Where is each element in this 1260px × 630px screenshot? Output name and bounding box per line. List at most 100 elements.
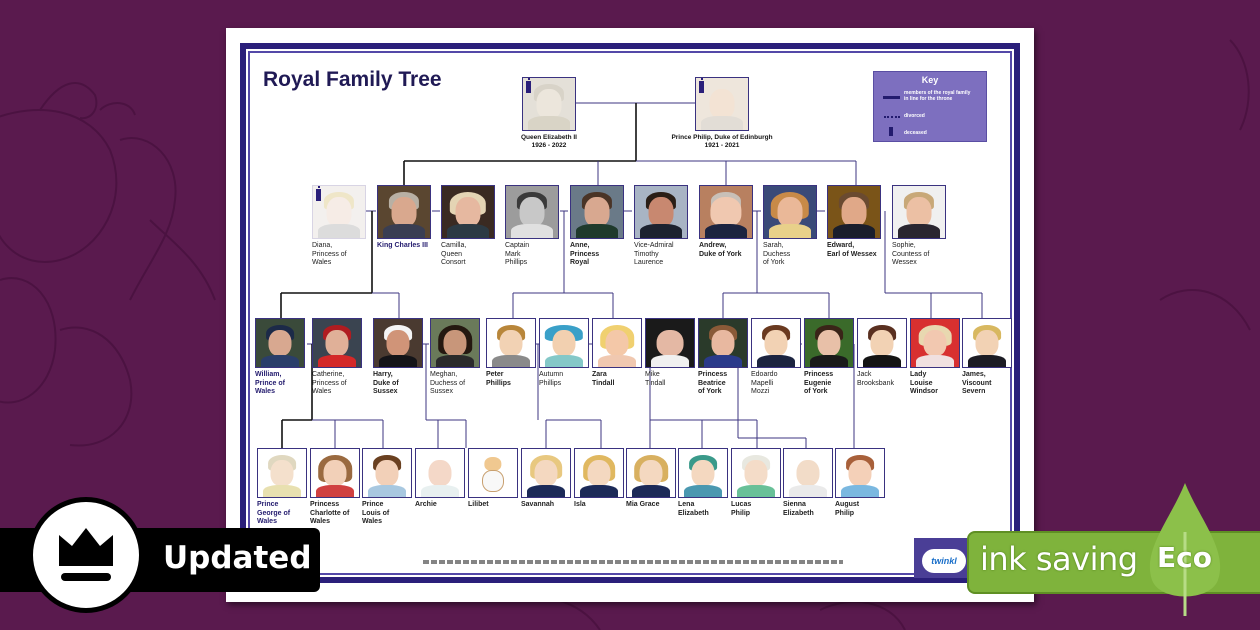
person-card-queen-elizabeth[interactable]: Queen Elizabeth II 1926 - 2022 bbox=[521, 77, 577, 150]
person-card-edoardo[interactable]: Edoardo Mapelli Mozzi bbox=[751, 318, 801, 397]
person-name: Captain Mark Phillips bbox=[505, 242, 530, 267]
person-name: Edward, Earl of Wessex bbox=[827, 242, 877, 258]
eco-label: Eco bbox=[1157, 541, 1212, 574]
person-photo bbox=[521, 448, 571, 498]
candle-icon bbox=[526, 78, 531, 93]
person-photo bbox=[835, 448, 885, 498]
person-card-isla[interactable]: Isla bbox=[574, 448, 624, 510]
person-card-edward[interactable]: Edward, Earl of Wessex bbox=[827, 185, 881, 259]
person-photo bbox=[373, 318, 423, 368]
ink-saving-label: ink saving bbox=[980, 540, 1138, 578]
person-name: Catherine, Princess of Wales bbox=[312, 371, 347, 396]
person-card-lilibet[interactable]: Lilibet bbox=[468, 448, 518, 510]
person-card-savannah[interactable]: Savannah bbox=[521, 448, 571, 510]
person-card-louis[interactable]: Prince Louis of Wales bbox=[362, 448, 412, 527]
person-card-timothy-laurence[interactable]: Vice-Admiral Timothy Laurence bbox=[634, 185, 688, 268]
person-photo bbox=[539, 318, 589, 368]
person-card-sophie[interactable]: Sophie, Countess of Wessex bbox=[892, 185, 946, 268]
person-card-mark-phillips[interactable]: Captain Mark Phillips bbox=[505, 185, 559, 268]
person-name: Mike Tindall bbox=[645, 371, 666, 387]
person-card-catherine[interactable]: Catherine, Princess of Wales bbox=[312, 318, 362, 397]
person-card-beatrice[interactable]: Princess Beatrice of York bbox=[698, 318, 748, 397]
person-card-lucas-philip[interactable]: Lucas Philip bbox=[731, 448, 781, 518]
solid-line-icon bbox=[883, 96, 900, 99]
person-name: Harry, Duke of Sussex bbox=[373, 371, 399, 396]
person-name: Isla bbox=[574, 501, 586, 508]
person-card-william[interactable]: William, Prince of Wales bbox=[255, 318, 305, 397]
person-card-lena-elizabeth[interactable]: Lena Elizabeth bbox=[678, 448, 728, 518]
person-photo bbox=[468, 448, 518, 498]
person-name: Edoardo Mapelli Mozzi bbox=[751, 371, 778, 396]
person-card-archie[interactable]: Archie bbox=[415, 448, 465, 510]
person-name: King Charles III bbox=[377, 242, 428, 249]
person-photo bbox=[751, 318, 801, 368]
person-name: Savannah bbox=[521, 501, 555, 508]
person-card-camilla[interactable]: Camilla, Queen Consort bbox=[441, 185, 495, 268]
person-name: Sienna Elizabeth bbox=[783, 501, 814, 517]
person-photo bbox=[377, 185, 431, 239]
person-card-autumn-phillips[interactable]: Autumn Phillips bbox=[539, 318, 589, 388]
candle-icon bbox=[699, 78, 704, 93]
person-name: Mia Grace bbox=[626, 501, 660, 508]
person-name: Prince George of Wales bbox=[257, 501, 291, 526]
person-photo bbox=[763, 185, 817, 239]
person-name: Lena Elizabeth bbox=[678, 501, 709, 517]
person-photo bbox=[570, 185, 624, 239]
photo-credits-text bbox=[423, 560, 843, 564]
person-card-king-charles[interactable]: King Charles III bbox=[377, 185, 431, 251]
person-photo bbox=[574, 448, 624, 498]
person-card-peter-phillips[interactable]: Peter Phillips bbox=[486, 318, 536, 388]
person-card-jack-brooksbank[interactable]: Jack Brooksbank bbox=[857, 318, 907, 388]
person-photo bbox=[257, 448, 307, 498]
brand-logo-box: twinkl bbox=[914, 538, 969, 578]
person-card-mia-grace[interactable]: Mia Grace bbox=[626, 448, 676, 510]
person-name: Queen Elizabeth II 1926 - 2022 bbox=[521, 134, 577, 149]
person-photo bbox=[505, 185, 559, 239]
person-photo bbox=[522, 77, 576, 131]
person-name: Diana, Princess of Wales bbox=[312, 242, 347, 267]
person-card-andrew[interactable]: Andrew, Duke of York bbox=[699, 185, 753, 259]
person-name: Meghan, Duchess of Sussex bbox=[430, 371, 466, 396]
updated-badge-circle bbox=[28, 497, 144, 613]
person-photo bbox=[695, 77, 749, 131]
person-name: Sophie, Countess of Wessex bbox=[892, 242, 930, 267]
person-photo bbox=[310, 448, 360, 498]
person-photo bbox=[804, 318, 854, 368]
person-photo bbox=[441, 185, 495, 239]
person-card-harry[interactable]: Harry, Duke of Sussex bbox=[373, 318, 423, 397]
person-card-prince-philip[interactable]: Prince Philip, Duke of Edinburgh 1921 - … bbox=[671, 77, 773, 150]
person-name: Jack Brooksbank bbox=[857, 371, 894, 387]
person-card-sienna-elizabeth[interactable]: Sienna Elizabeth bbox=[783, 448, 833, 518]
person-photo bbox=[827, 185, 881, 239]
person-photo bbox=[626, 448, 676, 498]
person-name: August Philip bbox=[835, 501, 860, 517]
person-name: Autumn Phillips bbox=[539, 371, 564, 387]
person-card-eugenie[interactable]: Princess Eugenie of York bbox=[804, 318, 854, 397]
person-card-james-severn[interactable]: James, Viscount Severn bbox=[962, 318, 1012, 397]
person-card-charlotte[interactable]: Princess Charlotte of Wales bbox=[310, 448, 360, 527]
person-photo bbox=[634, 185, 688, 239]
key-title: Key bbox=[921, 75, 939, 85]
person-photo bbox=[698, 318, 748, 368]
person-photo bbox=[430, 318, 480, 368]
twinkl-logo: twinkl bbox=[922, 549, 966, 573]
person-card-anne[interactable]: Anne, Princess Royal bbox=[570, 185, 624, 268]
person-name: Sarah, Duchess of York bbox=[763, 242, 791, 267]
person-photo bbox=[312, 185, 366, 239]
person-name: Lilibet bbox=[468, 501, 489, 508]
person-card-mike-tindall[interactable]: Mike Tindall bbox=[645, 318, 695, 388]
person-card-sarah[interactable]: Sarah, Duchess of York bbox=[763, 185, 817, 268]
person-name: Anne, Princess Royal bbox=[570, 242, 600, 267]
person-card-george[interactable]: Prince George of Wales bbox=[257, 448, 307, 527]
person-photo bbox=[645, 318, 695, 368]
person-photo bbox=[910, 318, 960, 368]
person-card-meghan[interactable]: Meghan, Duchess of Sussex bbox=[430, 318, 480, 397]
person-card-zara-tindall[interactable]: Zara Tindall bbox=[592, 318, 642, 388]
candle-icon bbox=[889, 127, 893, 136]
person-photo bbox=[678, 448, 728, 498]
person-photo bbox=[415, 448, 465, 498]
person-card-diana[interactable]: Diana, Princess of Wales bbox=[312, 185, 366, 268]
person-card-august-philip[interactable]: August Philip bbox=[835, 448, 885, 518]
key-label-deceased: deceased bbox=[904, 130, 927, 136]
person-card-lady-louise[interactable]: Lady Louise Windsor bbox=[910, 318, 960, 397]
